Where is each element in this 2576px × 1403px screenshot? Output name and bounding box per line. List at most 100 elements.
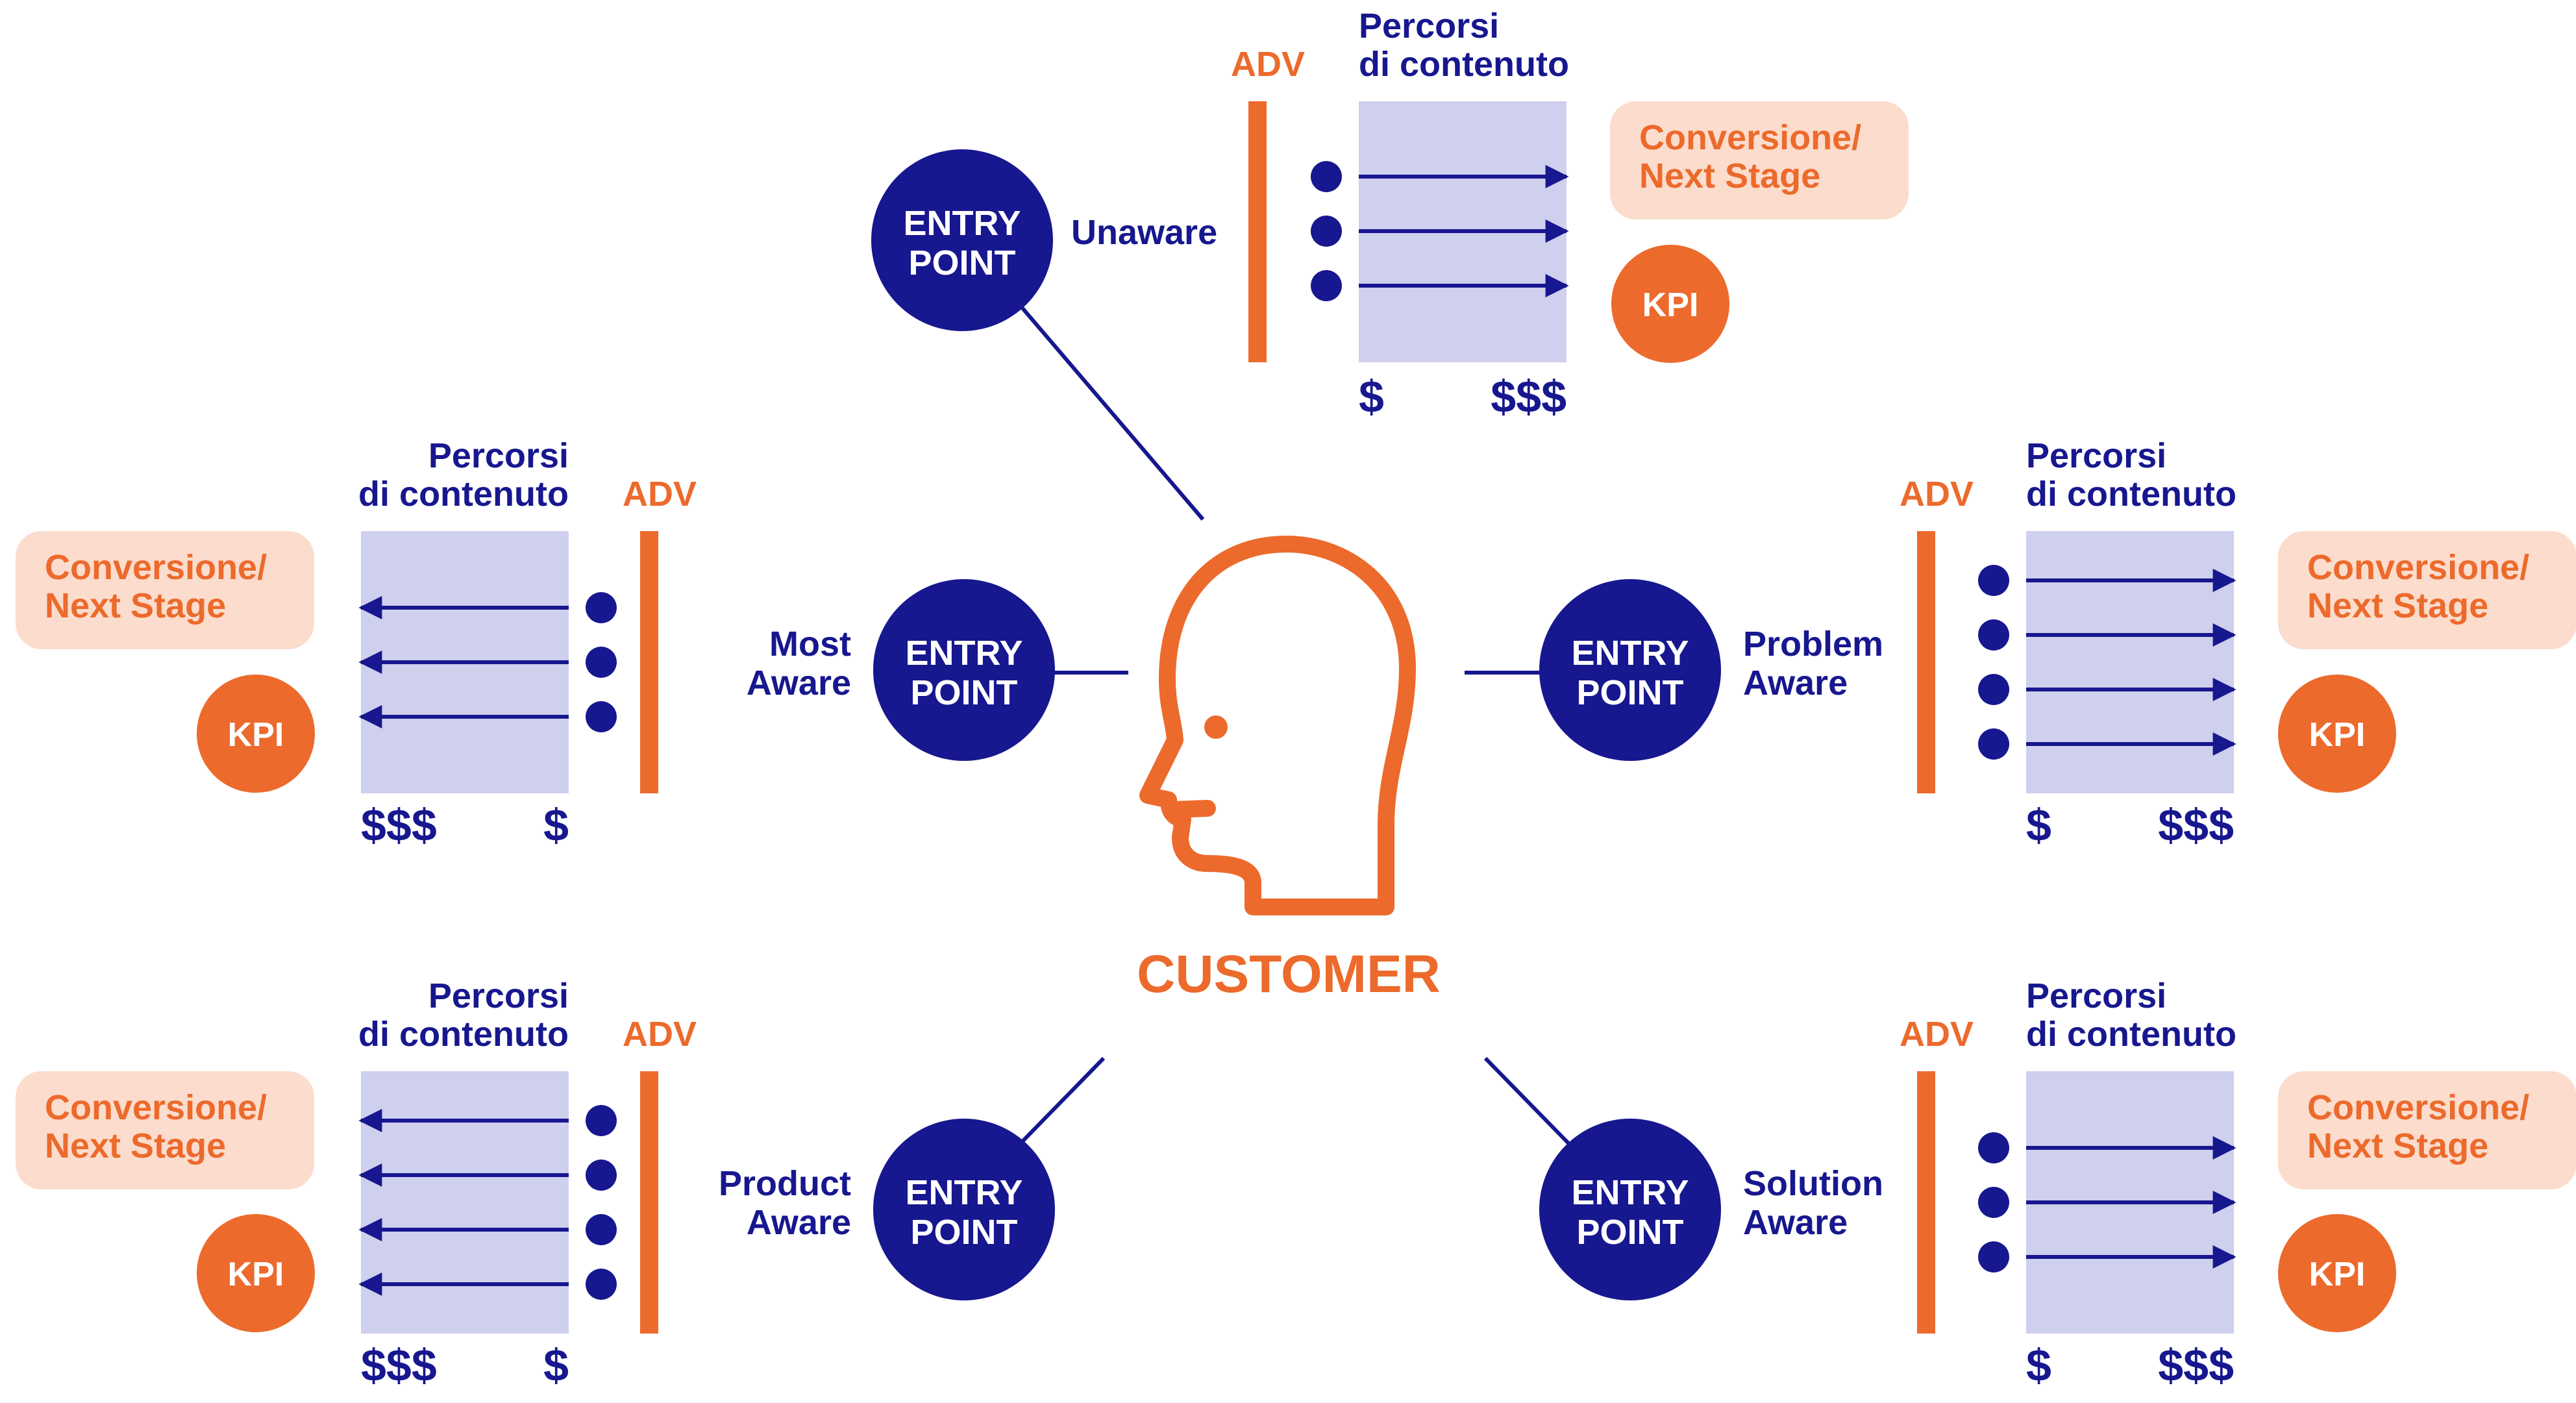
path-dot: [586, 1269, 617, 1300]
conversion-line2: Next Stage: [45, 586, 226, 625]
paths-title-line1: Percorsi: [1359, 6, 1499, 45]
adv-bar: [640, 1071, 658, 1334]
connector-line: [1483, 1056, 1573, 1148]
stage-label-line: Aware: [747, 664, 851, 702]
content-paths-box: [2026, 531, 2234, 793]
adv-label: ADV: [623, 475, 697, 514]
stage-label-line: Unaware: [1071, 213, 1217, 252]
entry-point-line1: ENTRY: [905, 1173, 1022, 1212]
content-paths-box: [361, 1071, 569, 1334]
paths-title-line1: Percorsi: [428, 436, 569, 475]
adv-bar: [640, 531, 658, 793]
stage-label-line: Aware: [1743, 664, 1848, 702]
adv-bar: [1248, 101, 1267, 362]
paths-title-line1: Percorsi: [2026, 436, 2166, 475]
kpi-label: KPI: [2309, 1256, 2366, 1293]
path-dot: [1978, 1187, 2009, 1218]
conversion-line1: Conversione/: [45, 1088, 267, 1127]
kpi-circle: [197, 675, 315, 793]
paths-title-line1: Percorsi: [2026, 976, 2166, 1015]
conversion-pill: [16, 531, 314, 649]
path-dot: [1978, 1132, 2009, 1163]
entry-point-circle: [871, 149, 1053, 331]
entry-point-circle: [1539, 579, 1721, 761]
paths-title-line2: di contenuto: [1359, 45, 1569, 84]
customer-head-icon: [1139, 536, 1416, 915]
price-high: $$$: [361, 800, 437, 850]
mouth-line: [1165, 800, 1216, 818]
conversion-line1: Conversione/: [2307, 1088, 2529, 1127]
adv-label: ADV: [1900, 475, 1974, 514]
entry-point-circle: [1539, 1119, 1721, 1300]
stage-label-line: Most: [769, 625, 851, 664]
entry-point-line1: ENTRY: [903, 204, 1021, 243]
kpi-circle: [2278, 1214, 2396, 1332]
entry-point-line1: ENTRY: [1571, 1173, 1689, 1212]
path-dot: [1978, 565, 2009, 596]
conversion-line1: Conversione/: [1639, 118, 1861, 157]
paths-title-line1: Percorsi: [428, 976, 569, 1015]
price-high: $$$: [2158, 1340, 2234, 1391]
conversion-pill: [1610, 101, 1909, 219]
connector-line: [1018, 304, 1205, 521]
price-low: $: [543, 1340, 569, 1391]
kpi-circle: [1611, 245, 1729, 363]
stage-label-line: Aware: [1743, 1203, 1848, 1242]
path-dot: [1311, 216, 1342, 247]
conversion-line2: Next Stage: [2307, 1126, 2488, 1165]
path-dot: [586, 1160, 617, 1191]
entry-point-circle: [873, 579, 1055, 761]
paths-title-line2: di contenuto: [358, 475, 569, 514]
adv-label: ADV: [1231, 45, 1305, 84]
path-dot: [1311, 270, 1342, 301]
paths-title-line2: di contenuto: [2026, 1015, 2236, 1054]
price-low: $: [2026, 800, 2051, 850]
path-dot: [586, 1105, 617, 1136]
paths-title-line2: di contenuto: [358, 1015, 569, 1054]
connector-line: [1019, 1056, 1106, 1145]
path-dot: [586, 592, 617, 623]
entry-point-line1: ENTRY: [1571, 634, 1689, 673]
paths-title-line2: di contenuto: [2026, 475, 2236, 514]
entry-point-line2: POINT: [1576, 673, 1683, 712]
entry-point-line2: POINT: [910, 1213, 1017, 1252]
kpi-label: KPI: [228, 1256, 284, 1293]
conversion-line2: Next Stage: [45, 1126, 226, 1165]
kpi-circle: [2278, 675, 2396, 793]
adv-label: ADV: [1900, 1015, 1974, 1054]
customer-label: CUSTOMER: [1137, 945, 1441, 1004]
path-dot: [1311, 161, 1342, 192]
stage-label-line: Solution: [1743, 1164, 1883, 1203]
path-dot: [586, 1214, 617, 1245]
price-high: $$$: [2158, 800, 2234, 850]
path-dot: [586, 701, 617, 732]
conversion-line1: Conversione/: [2307, 548, 2529, 587]
path-dot: [1978, 1241, 2009, 1273]
price-high: $$$: [361, 1340, 437, 1391]
price-low: $: [2026, 1340, 2051, 1391]
kpi-circle: [197, 1214, 315, 1332]
entry-point-line2: POINT: [910, 673, 1017, 712]
stage-label-line: Product: [719, 1164, 851, 1203]
kpi-label: KPI: [2309, 716, 2366, 754]
path-dot: [1978, 619, 2009, 651]
stage-label-line: Aware: [747, 1203, 851, 1242]
entry-point-line1: ENTRY: [905, 634, 1022, 673]
conversion-pill: [2278, 531, 2576, 649]
price-high: $$$: [1491, 371, 1567, 422]
kpi-label: KPI: [1642, 286, 1699, 324]
path-dot: [1978, 674, 2009, 705]
adv-bar: [1917, 1071, 1935, 1334]
conversion-line2: Next Stage: [1639, 156, 1820, 195]
adv-bar: [1917, 531, 1935, 793]
conversion-line2: Next Stage: [2307, 586, 2488, 625]
path-dot: [586, 647, 617, 678]
kpi-label: KPI: [228, 716, 284, 754]
path-dot: [1978, 728, 2009, 760]
entry-point-line2: POINT: [1576, 1213, 1683, 1252]
